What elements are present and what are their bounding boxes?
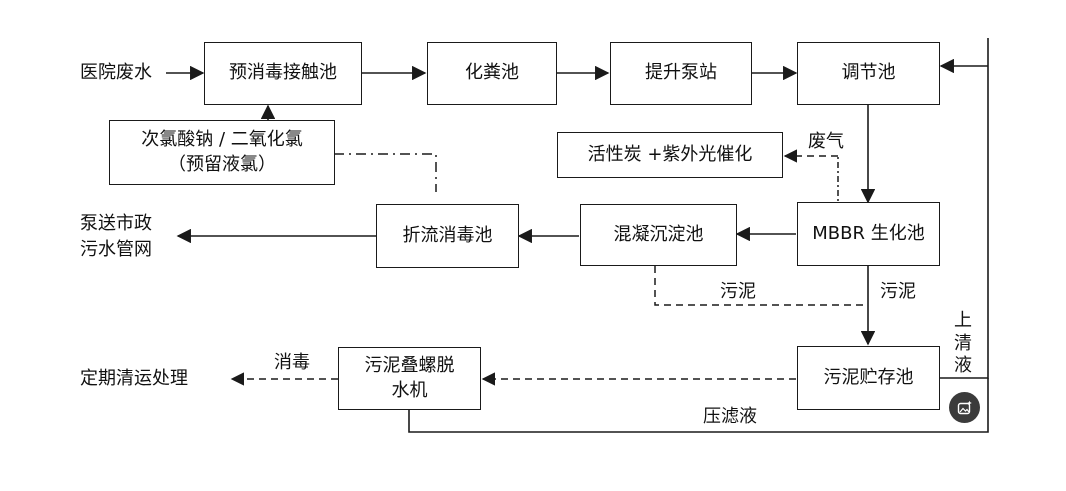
pump-to-sewer-label-line1: 泵送市政: [80, 213, 152, 234]
pump-to-sewer-label-line2: 污水管网: [80, 239, 152, 260]
disinfect-label: 消毒: [274, 352, 310, 373]
exhaust-gas-label: 废气: [808, 131, 844, 152]
chlorine-line2: （预留液氯）: [168, 153, 276, 175]
image-sparkle-button[interactable]: [949, 392, 980, 423]
hospital-wastewater-label: 医院废水: [80, 62, 152, 83]
line-filtrate-return: [408, 378, 989, 433]
sludge-label-b: 污泥: [880, 281, 916, 302]
mbbr-bioreactor: MBBR 生化池: [797, 202, 940, 266]
septic-tank: 化粪池: [427, 42, 557, 105]
dewater-line2: 水机: [391, 379, 428, 401]
periodic-disposal-label: 定期清运处理: [80, 368, 188, 389]
screw-dewatering-machine: 污泥叠螺脱 水机: [338, 347, 481, 410]
chlorine-dosing-box: 次氯酸钠 / 二氧化氯 （预留液氯）: [109, 120, 335, 185]
baffled-disinfection-tank: 折流消毒池: [376, 204, 519, 268]
regulating-tank: 调节池: [797, 42, 940, 105]
supernatant-char-2: 清: [954, 332, 972, 354]
line-coag-sludge: [654, 266, 868, 306]
activated-carbon-uv-box: 活性炭 +紫外光催化: [557, 132, 783, 178]
filtrate-label: 压滤液: [703, 406, 757, 427]
dewater-line1: 污泥叠螺脱: [364, 355, 455, 377]
chlorine-line1: 次氯酸钠 / 二氧化氯: [141, 129, 303, 151]
supernatant-char-1: 上: [954, 310, 972, 331]
supernatant-label: 上 清 液: [952, 310, 974, 378]
image-sparkle-icon: [957, 400, 972, 414]
lift-pump-station: 提升泵站: [610, 42, 752, 105]
sludge-label-a: 污泥: [720, 281, 756, 302]
line-chlorine-to-baffled: [334, 153, 437, 192]
coagulation-sedimentation-tank: 混凝沉淀池: [580, 204, 737, 266]
sludge-storage-tank: 污泥贮存池: [797, 346, 940, 410]
supernatant-char-3: 液: [954, 355, 972, 376]
pre-disinfection-tank: 预消毒接触池: [204, 42, 362, 105]
